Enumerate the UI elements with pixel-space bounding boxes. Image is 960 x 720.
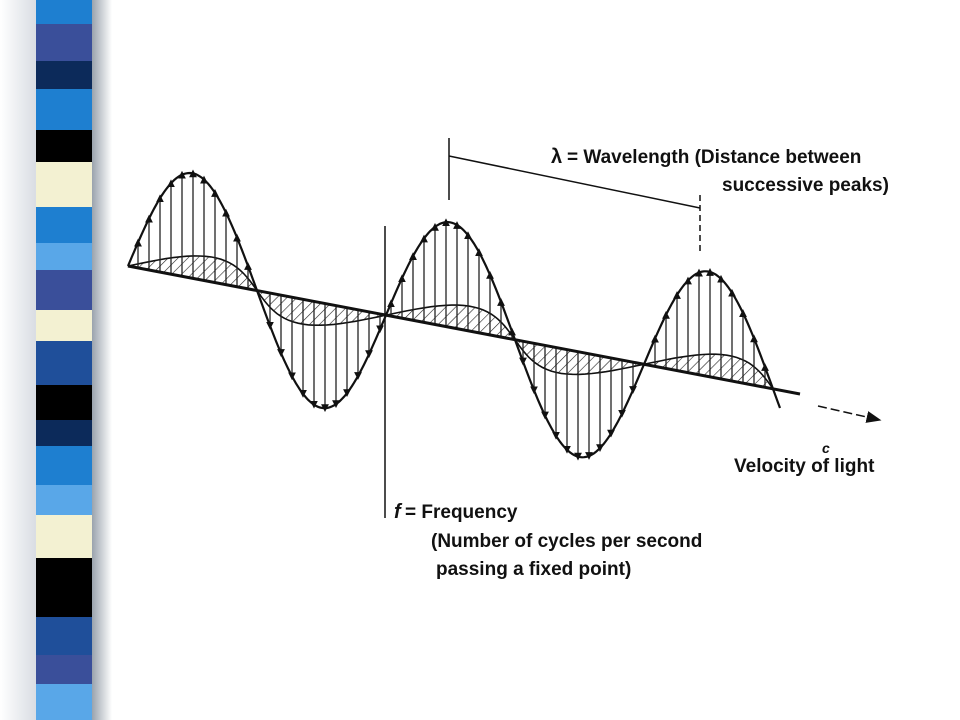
wavelength-symbol: λ xyxy=(551,146,562,168)
magnetic-lobe xyxy=(255,289,387,326)
stripe-block xyxy=(36,515,92,558)
stripe-block xyxy=(36,420,92,446)
frequency-description-line1: (Number of cycles per second xyxy=(431,531,702,552)
propagation-axis xyxy=(127,264,801,396)
stripe-block xyxy=(36,617,92,655)
stripe-block xyxy=(36,0,92,24)
decorative-stripe-bar xyxy=(0,0,112,720)
velocity-label: Velocity of light xyxy=(734,456,875,477)
stripe-block xyxy=(36,485,92,515)
frequency-description-line2: passing a fixed point) xyxy=(436,559,631,580)
velocity-symbol: c xyxy=(822,440,830,456)
stripe-block xyxy=(36,61,92,89)
stripe-block xyxy=(36,655,92,684)
stripe-block xyxy=(36,130,92,162)
stripe-block xyxy=(36,446,92,485)
stripe-block xyxy=(36,207,92,243)
stripe-block xyxy=(36,89,92,130)
frequency-symbol: f xyxy=(394,501,403,523)
stripe-block xyxy=(36,310,92,341)
wavelength-bracket xyxy=(448,138,701,252)
stripe-block xyxy=(36,341,92,385)
electric-field-wave xyxy=(126,171,782,459)
electric-field-vectors xyxy=(134,169,769,461)
stripe-blocks xyxy=(36,0,92,720)
stripe-block xyxy=(36,684,92,720)
frequency-label: = Frequency xyxy=(405,502,518,523)
magnetic-lobe xyxy=(385,304,517,341)
stripe-block xyxy=(36,24,92,61)
stripe-block xyxy=(36,270,92,310)
stripe-block xyxy=(36,592,92,617)
wavelength-label: = Wavelength (Distance between xyxy=(567,147,861,168)
magnetic-lobe xyxy=(513,338,645,376)
stripe-block xyxy=(36,162,92,207)
stripe-block xyxy=(36,243,92,270)
stripe-block xyxy=(36,385,92,420)
wavelength-description: successive peaks) xyxy=(722,175,889,196)
stripe-block xyxy=(36,558,92,592)
velocity-arrow xyxy=(817,405,882,423)
